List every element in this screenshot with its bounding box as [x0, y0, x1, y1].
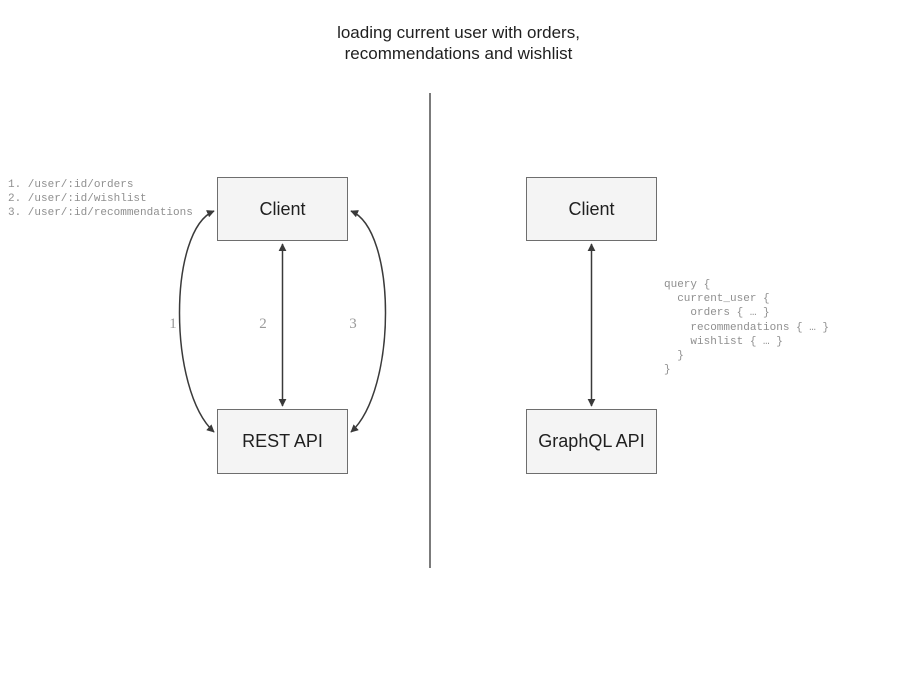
rest-endpoint-list: 1. /user/:id/orders 2. /user/:id/wishlis…: [8, 179, 193, 220]
node-graphql-api[interactable]: GraphQL API: [526, 409, 657, 474]
graphql-query-block: query { current_user { orders { … } reco…: [664, 279, 830, 377]
rest-edge-1-curve: [178, 210, 215, 433]
node-rest-api[interactable]: REST API: [217, 409, 348, 474]
edge-label-2: 2: [259, 316, 267, 332]
node-graphql-api-label: GraphQL API: [538, 431, 645, 451]
edge-label-1: 1: [169, 316, 177, 332]
node-client-graphql-label: Client: [568, 198, 615, 219]
node-client-rest-label: Client: [259, 198, 306, 219]
diagram-title: loading current user with orders, recomm…: [337, 23, 580, 63]
edge-label-3: 3: [349, 316, 357, 332]
rest-edge-3-curve: [350, 210, 387, 433]
node-client-rest[interactable]: Client: [217, 177, 348, 241]
node-client-graphql[interactable]: Client: [526, 177, 657, 241]
node-rest-api-label: REST API: [242, 431, 323, 451]
